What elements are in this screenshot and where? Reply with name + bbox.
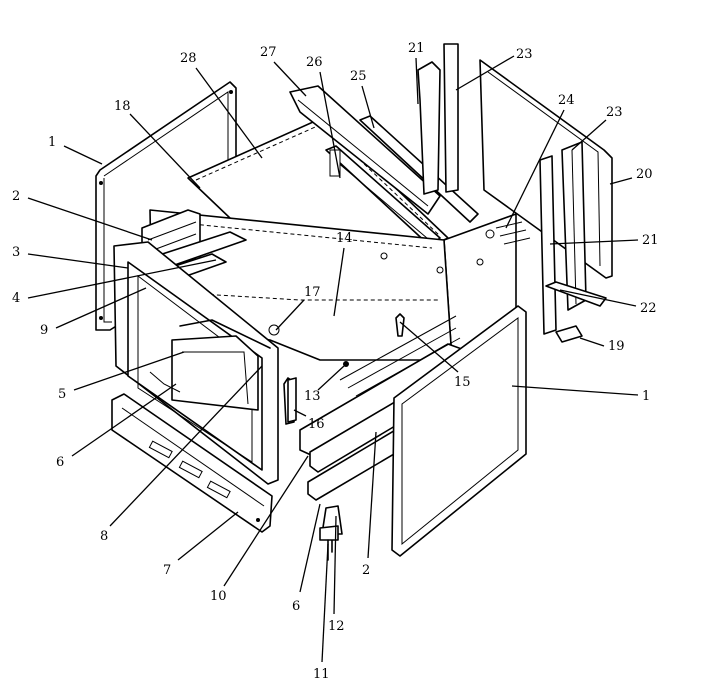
callout-label: 14	[336, 231, 353, 246]
callout-label: 6	[292, 599, 300, 614]
callout-label: 19	[608, 339, 625, 354]
callout-leader-line	[317, 365, 345, 391]
callout-label: 20	[636, 167, 653, 182]
callout-leader-line	[273, 61, 307, 97]
callout-leader-line	[361, 85, 375, 129]
callout-label: 1	[48, 135, 56, 150]
callout-leader-line	[71, 383, 177, 457]
callout-leader-line	[333, 515, 337, 615]
callout-label: 9	[40, 323, 48, 338]
callout-leader-line	[55, 287, 147, 329]
callout-label: 16	[308, 417, 325, 432]
callout-leader-line	[275, 299, 305, 331]
callout-label: 25	[350, 69, 367, 84]
callout-label: 24	[558, 93, 575, 108]
callout-leader-line	[27, 259, 217, 299]
callout-leader-line	[109, 365, 263, 527]
callout-leader-line	[27, 253, 129, 269]
lower-front-panel	[111, 393, 273, 533]
callout-label: 23	[606, 105, 623, 120]
callout-label: 21	[408, 41, 425, 56]
callout-label: 4	[12, 291, 20, 306]
callout-leader-line	[399, 321, 459, 373]
callout-label: 5	[58, 387, 66, 402]
callout-leader-line	[299, 503, 321, 593]
callout-label: 28	[180, 51, 197, 66]
callout-label: 17	[304, 285, 321, 300]
small-parts	[268, 324, 349, 561]
callout-leader-line	[455, 55, 515, 91]
callout-leader-line	[333, 247, 345, 317]
callout-label: 8	[100, 529, 108, 544]
callout-leader-line	[223, 455, 309, 587]
callout-leader-line	[319, 71, 341, 179]
callout-leader-line	[609, 177, 633, 185]
callout-leader-line	[129, 113, 201, 189]
callout-label: 27	[260, 45, 277, 60]
callout-label: 15	[454, 375, 471, 390]
callout-leader-line	[367, 431, 377, 559]
callout-leader-line	[195, 67, 263, 159]
callout-label: 13	[304, 389, 321, 404]
callout-label: 22	[640, 301, 657, 316]
callout-leader-line	[73, 351, 185, 391]
callout-label: 18	[114, 99, 131, 114]
callout-leader-line	[549, 239, 639, 245]
callout-label: 12	[328, 619, 345, 634]
right-side-panel	[417, 43, 613, 343]
back-panel-assembly	[289, 85, 479, 247]
callout-label: 23	[516, 47, 533, 62]
callout-label: 11	[313, 667, 330, 682]
callout-leader-line	[293, 409, 307, 417]
callout-leader-line	[63, 145, 103, 165]
callout-leader-line	[559, 289, 637, 307]
front-frame	[113, 241, 279, 485]
callout-label: 2	[362, 563, 370, 578]
callout-leader-line	[177, 511, 239, 561]
callout-label: 2	[12, 189, 20, 204]
callout-leader-line	[571, 119, 607, 151]
callout-label: 7	[163, 563, 171, 578]
callout-leader-line	[321, 543, 329, 663]
callout-leader-line	[511, 385, 639, 396]
callout-label: 6	[56, 455, 64, 470]
oven-door	[391, 305, 527, 557]
callout-label: 21	[642, 233, 659, 248]
callout-leader-line	[579, 337, 605, 347]
callout-label: 3	[12, 245, 20, 260]
callout-label: 10	[210, 589, 227, 604]
callout-leader-line	[505, 109, 565, 229]
callout-label: 1	[642, 389, 650, 404]
callout-leader-line	[415, 57, 419, 105]
callout-leader-line	[27, 197, 153, 241]
callout-label: 26	[306, 55, 323, 70]
